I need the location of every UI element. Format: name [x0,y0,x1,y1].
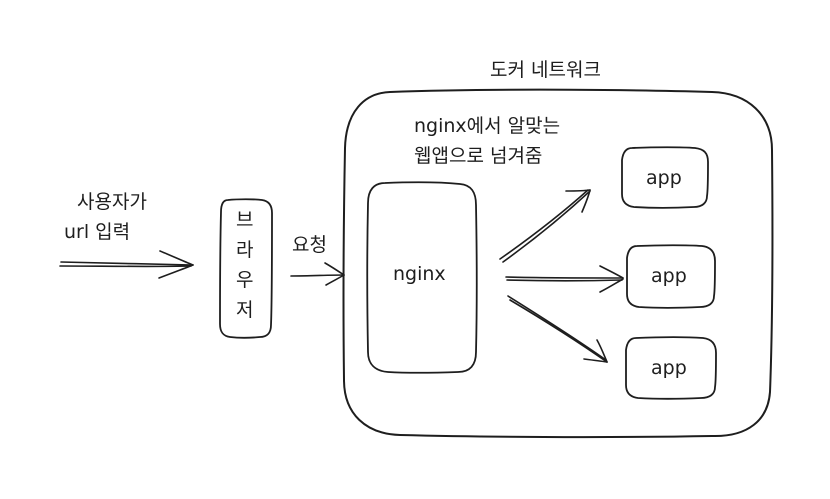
browser-label-char-3: 우 [236,269,254,291]
app-label-3: app [651,357,687,379]
browser-label-char-2: 라 [236,239,254,261]
browser-box [219,198,273,339]
nginx-label: nginx [393,263,446,285]
docker-network-box [342,88,774,439]
user-action-label-line2: url 입력 [64,221,131,243]
nginx-note-line1: nginx에서 알맞는 [414,115,561,137]
app-box-3 [625,336,717,400]
route-arrow-top [499,189,591,263]
user-action-label-line1: 사용자가 [77,191,147,213]
route-arrow-middle [505,265,624,293]
nginx-box [366,181,478,374]
app-label-1: app [646,167,682,189]
nginx-note-line2: 웹앱으로 넘겨줌 [414,145,543,167]
route-arrow-bottom [507,295,608,363]
browser-label-char-1: 브 [236,209,254,231]
app-label-2: app [651,265,687,287]
user-input-arrow [59,250,194,279]
request-arrow [290,262,345,286]
browser-label-char-4: 저 [236,299,254,321]
app-box-2 [626,244,716,309]
request-label: 요청 [292,234,327,256]
app-box-1 [621,146,709,209]
docker-network-label: 도커 네트워크 [490,59,601,81]
